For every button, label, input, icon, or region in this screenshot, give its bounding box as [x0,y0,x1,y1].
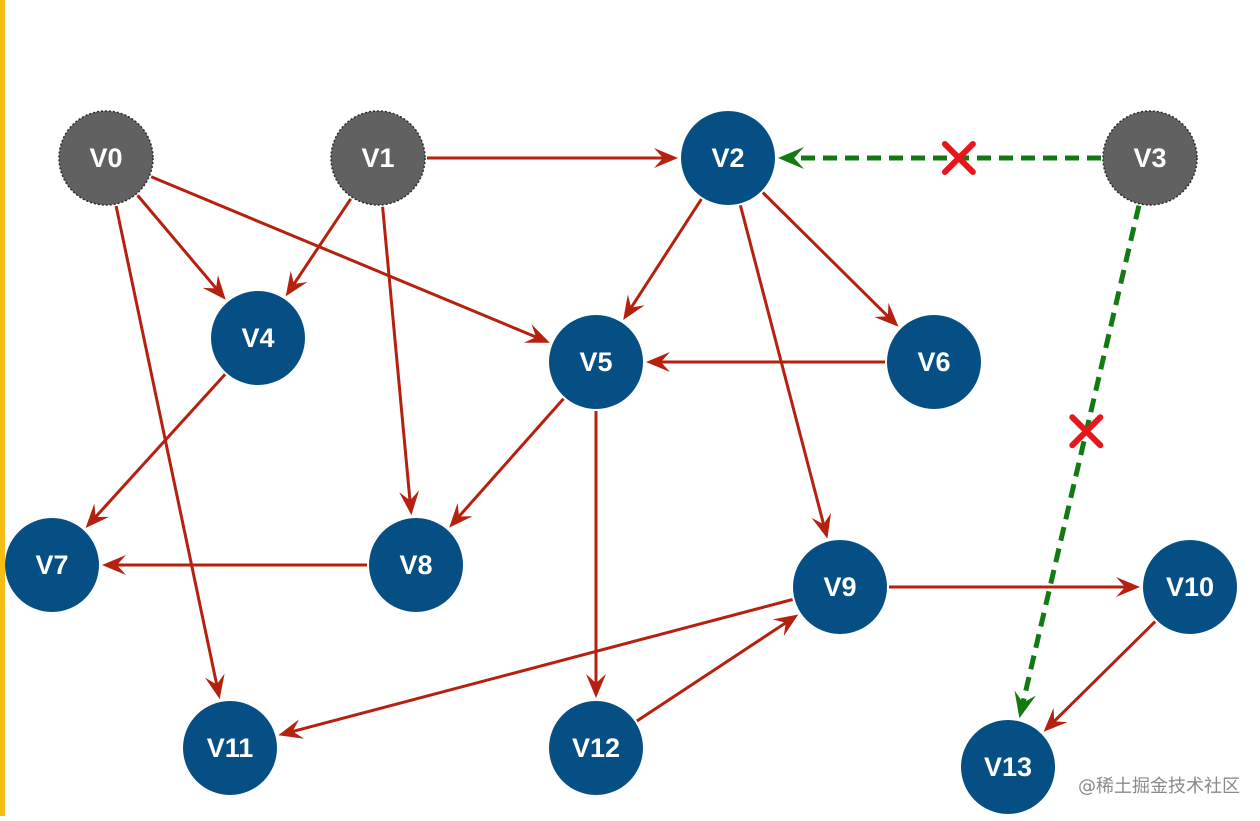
edge-v1-v2 [427,148,678,168]
edge-v2-v5 [623,198,703,320]
edges-layer [85,147,1157,739]
node-label: V2 [711,143,744,173]
watermark-text: @稀土掘金技术社区 [1078,776,1240,797]
node-v3: V3 [1102,110,1198,206]
edge-v2-v6 [761,191,899,327]
edge-v5-v8 [449,397,565,528]
node-v10: V10 [1143,540,1237,634]
node-label: V0 [89,143,122,173]
edge-v0-v5 [150,175,550,343]
node-label: V4 [241,323,274,353]
removed-mark-v3-v13 [1069,414,1104,449]
edge-v6-v5 [646,352,885,372]
node-v8: V8 [369,518,463,612]
node-label: V7 [35,550,68,580]
edge-v0-v11 [114,205,225,700]
node-label: V1 [361,143,394,173]
node-label: V13 [984,752,1032,782]
accent-bar [0,0,5,816]
node-label: V10 [1166,572,1214,602]
node-label: V12 [572,733,620,763]
edge-v8-v7 [102,555,367,575]
edge-v10-v13 [1043,620,1157,732]
node-v11: V11 [183,701,277,795]
node-v4: V4 [211,291,305,385]
node-v6: V6 [887,315,981,409]
node-v9: V9 [793,540,887,634]
node-v7: V7 [5,518,99,612]
removed-marks-layer [941,141,1104,449]
node-label: V3 [1133,143,1166,173]
edge-v1-v8 [381,206,420,516]
edge-v1-v4 [285,197,353,297]
node-v5: V5 [549,315,643,409]
edge-v2-v9 [738,205,831,539]
edge-v5-v12 [586,411,606,698]
node-label: V9 [823,572,856,602]
node-label: V8 [399,550,432,580]
node-v12: V12 [549,701,643,795]
node-label: V6 [917,347,950,377]
removed-mark-v3-v2 [941,141,976,175]
node-v13: V13 [961,720,1055,814]
edge-v9-v10 [889,577,1140,597]
edge-v0-v4 [136,194,226,300]
node-v1: V1 [330,110,426,206]
node-v0: V0 [58,110,154,206]
node-label: V11 [207,733,254,763]
node-label: V5 [579,347,612,377]
node-v2: V2 [681,111,775,205]
edge-v4-v7 [85,373,227,528]
edge-v12-v9 [636,614,799,723]
edge-v3-v2 [778,147,1101,169]
edge-v3-v13 [1014,205,1142,719]
edge-v9-v11 [278,598,793,739]
